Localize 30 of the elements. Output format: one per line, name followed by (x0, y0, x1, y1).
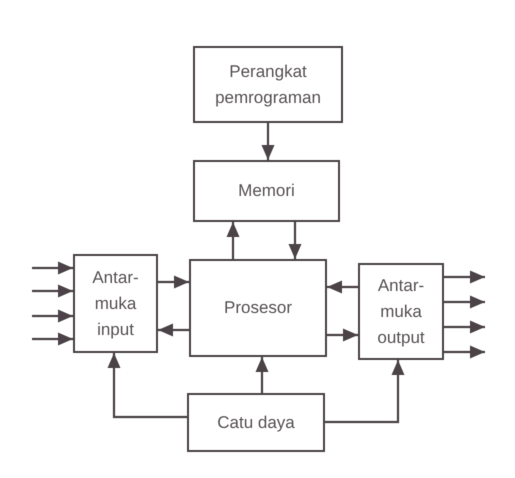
block-box (193, 46, 343, 123)
block-box (189, 259, 327, 357)
arrow (226, 222, 240, 259)
arrow (32, 284, 73, 298)
arrow (444, 346, 485, 358)
arrow (444, 296, 485, 308)
block-box (73, 254, 158, 353)
block-box (358, 263, 444, 360)
arrow (32, 310, 73, 322)
arrow (108, 353, 187, 418)
arrow (158, 324, 189, 336)
arrow (327, 280, 358, 294)
arrow (444, 320, 485, 334)
arrow (444, 270, 485, 284)
arrow (158, 276, 189, 288)
block-label: Antar- muka output (376, 274, 426, 348)
arrow (32, 332, 73, 346)
block-label: Prosesor (224, 297, 292, 319)
block-label: Memori (238, 180, 295, 202)
block-label: Perangkat pemrograman (214, 60, 322, 108)
arrow (32, 262, 73, 274)
block-box (193, 160, 340, 222)
block-label: Catu daya (217, 412, 295, 434)
block-label: Antar- muka input (91, 266, 140, 340)
arrow (288, 222, 302, 259)
block-box (187, 393, 325, 452)
arrow (327, 328, 358, 342)
arrow (256, 357, 268, 393)
arrow (325, 360, 404, 424)
arrow (262, 123, 274, 160)
